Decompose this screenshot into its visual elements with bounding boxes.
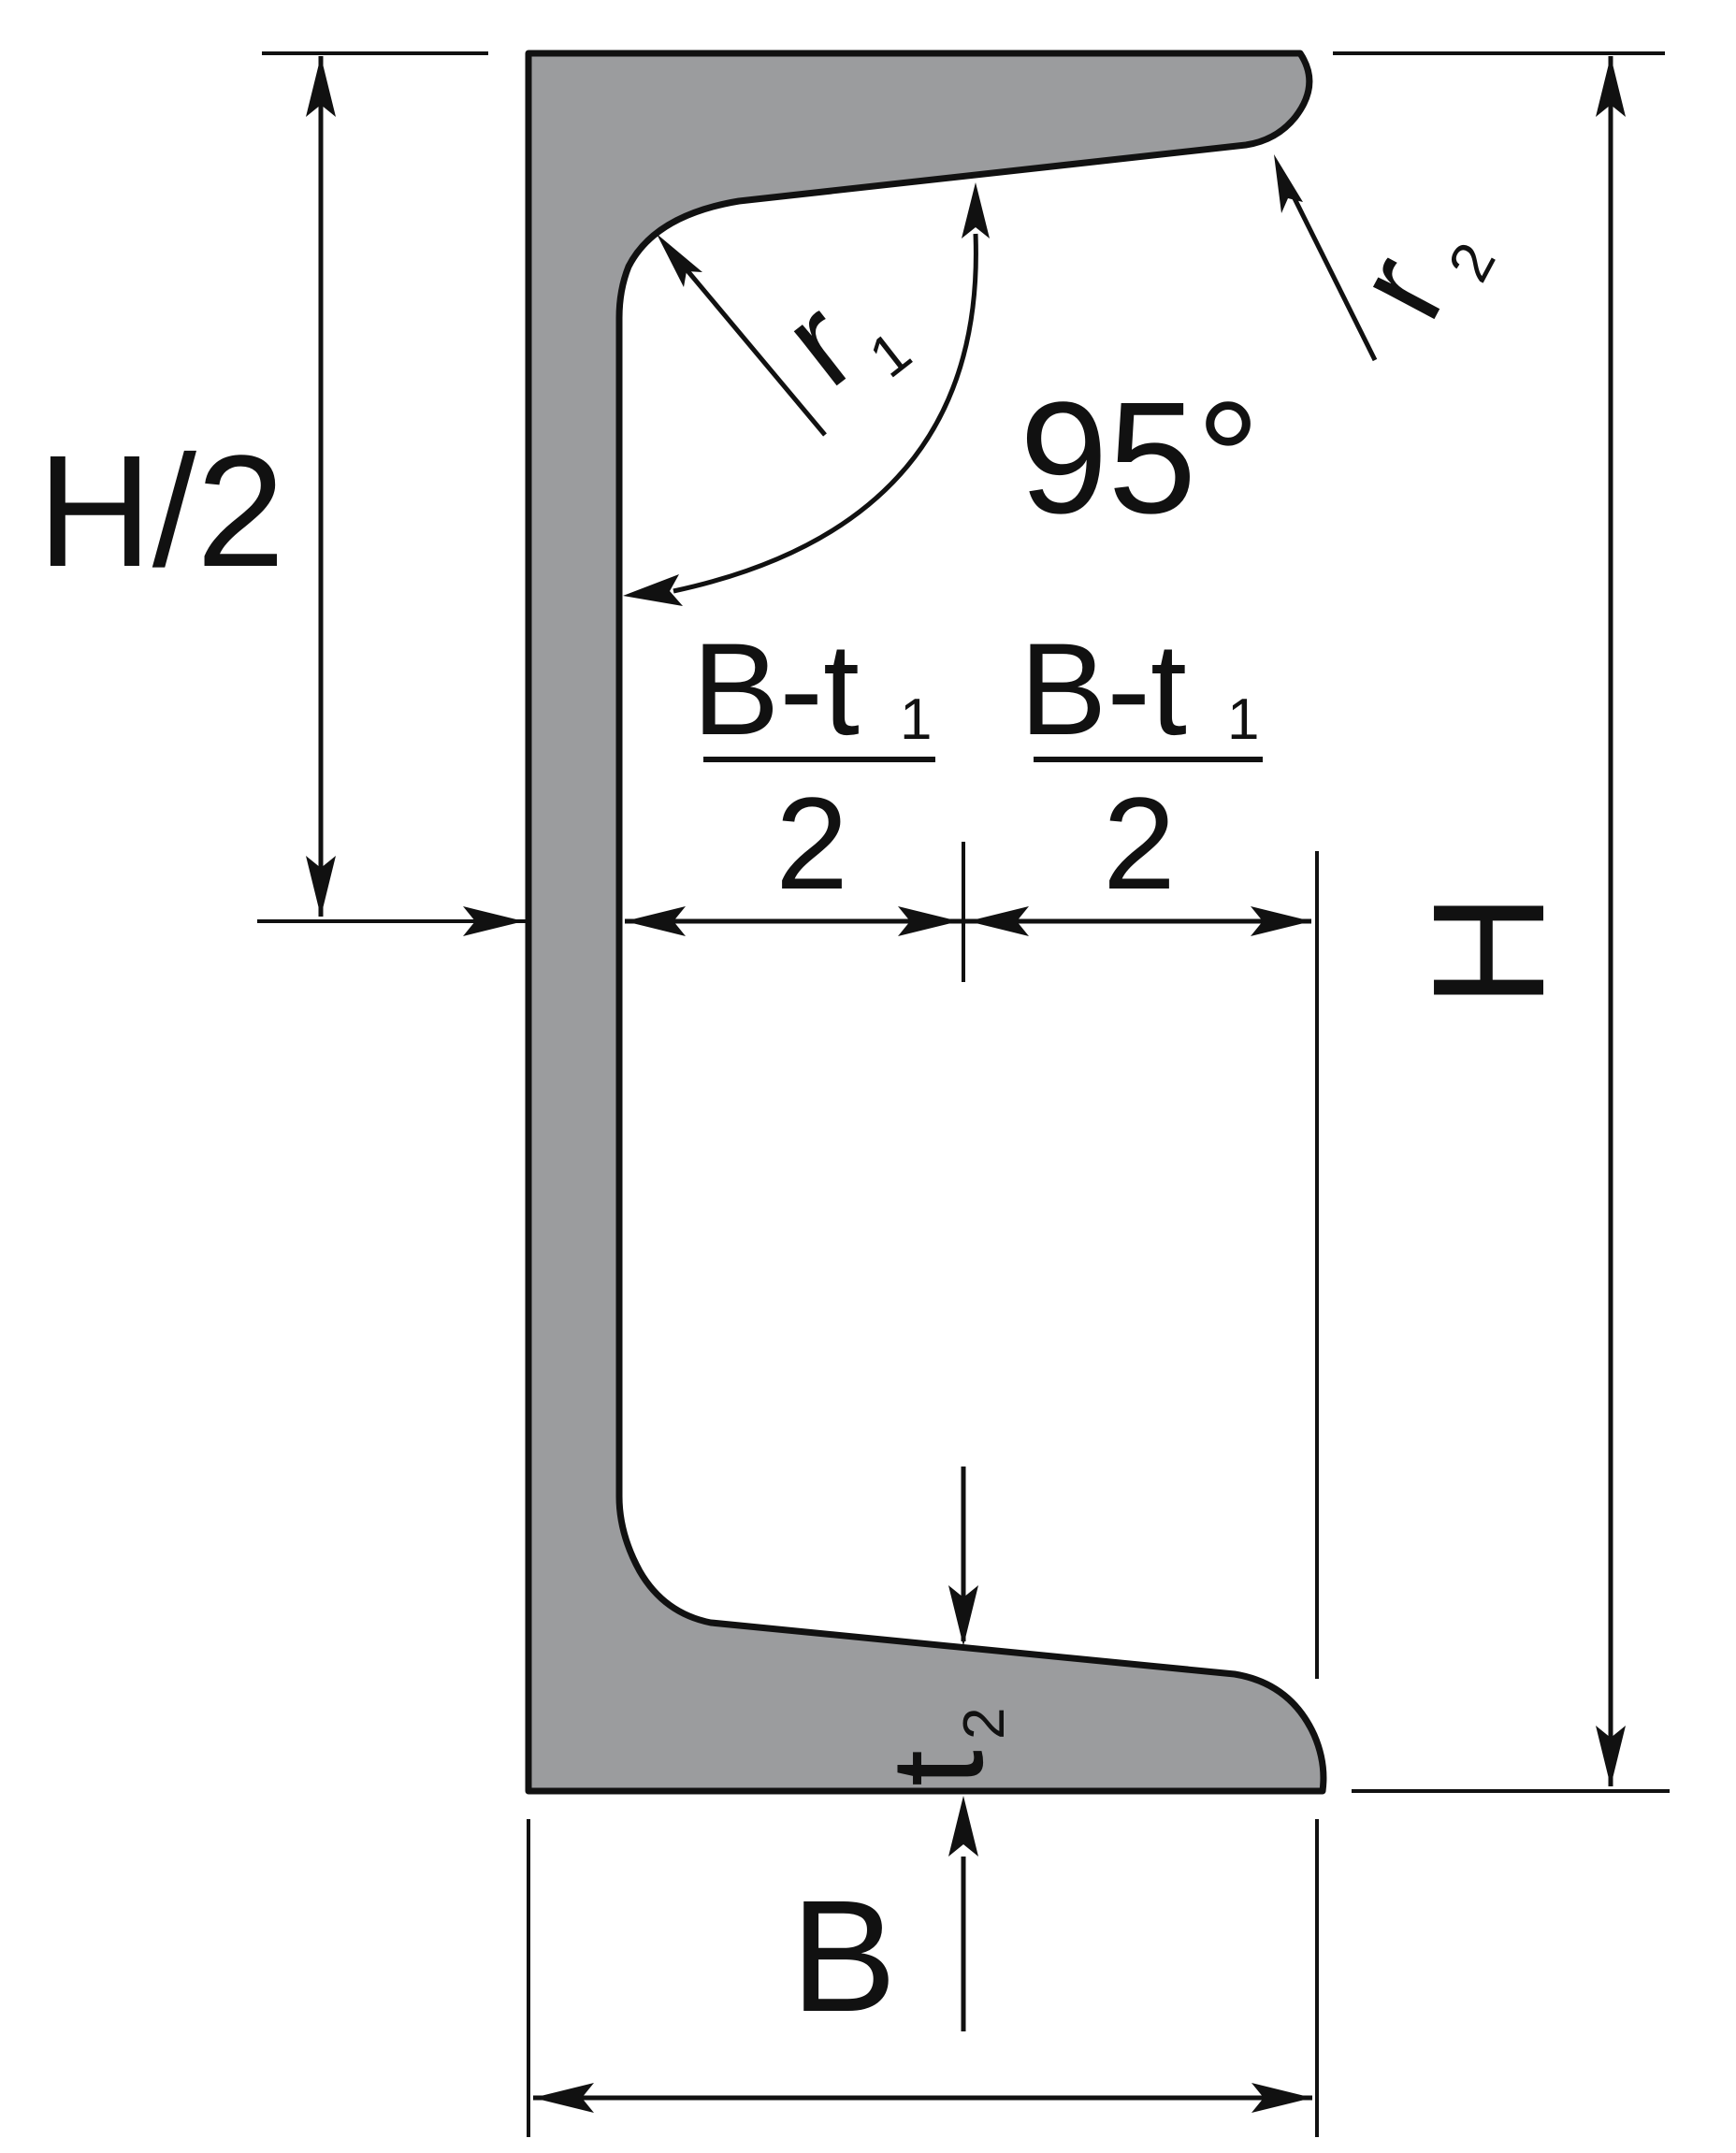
label-half-height: H/2 (37, 423, 285, 600)
label-fraction-right-numerator: B-t (1020, 615, 1187, 762)
b-arrow-right (1251, 2083, 1312, 2113)
half-flange-right-arrow-start (968, 906, 1029, 936)
angle-arc (673, 233, 978, 594)
label-height: H (1400, 893, 1578, 1008)
label-angle: 95° (1020, 369, 1260, 547)
label-radius-2-subscript: 2 (1437, 233, 1509, 292)
t2-arrow-top (948, 1585, 978, 1646)
half-flange-left-arrow-end (898, 906, 959, 936)
h-half-arrow-bottom (306, 856, 336, 917)
label-thickness-2: t (863, 1750, 1010, 1786)
h-half-arrow-top (306, 56, 336, 117)
label-thickness-2-subscript: 2 (952, 1708, 1017, 1740)
channel-profile (525, 50, 1327, 1795)
label-fraction-right-denominator: 2 (1103, 770, 1176, 917)
angle-arrow-left (623, 574, 683, 606)
r1-leader (664, 243, 827, 437)
web-arrow-left (463, 906, 524, 936)
r2-leader (1280, 174, 1378, 362)
r2-arrow (1274, 154, 1303, 213)
label-fraction-left-denominator: 2 (775, 770, 848, 917)
t2-arrow-bottom (948, 1796, 978, 1857)
label-fraction-left-numerator: B-t (692, 615, 860, 762)
label-fraction-right-subscript: 1 (1227, 687, 1259, 752)
h-arrow-bottom (1596, 1726, 1626, 1786)
r1-arrow (657, 234, 702, 287)
label-fraction-left-subscript: 1 (900, 687, 932, 752)
half-flange-right-arrow-end (1251, 906, 1311, 936)
angle-arrow-top (962, 182, 990, 238)
b-arrow-left (533, 2083, 594, 2113)
h-arrow-top (1596, 56, 1626, 117)
label-width: B (790, 1868, 896, 2045)
half-flange-left-arrow-start (625, 906, 686, 936)
